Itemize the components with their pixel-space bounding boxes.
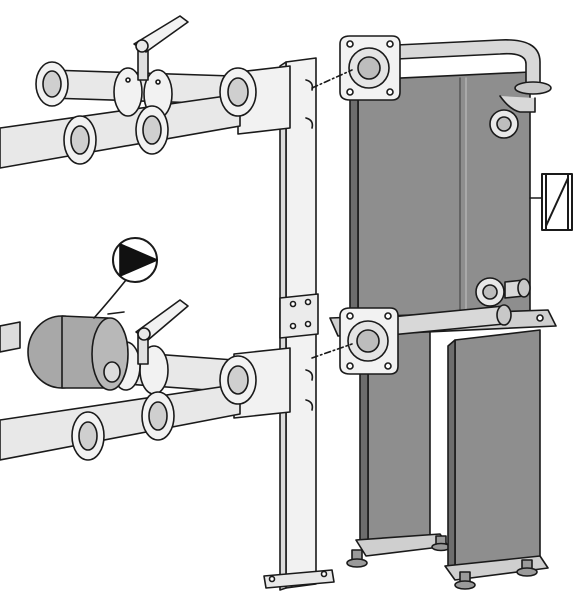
support-column	[263, 57, 335, 591]
exchanger-stand-right	[444, 329, 549, 590]
upper-connection-line	[311, 69, 353, 89]
upper-exchanger-flange	[339, 35, 401, 101]
circulation-pump	[0, 311, 129, 391]
lower-exchanger-flange	[339, 307, 399, 375]
upper-piping	[0, 15, 291, 169]
lower-connection-line	[311, 343, 353, 359]
plate-heat-exchanger	[329, 35, 557, 590]
heat-exchanger-symbol-icon	[529, 173, 573, 231]
upper-ball-valve-handle	[133, 15, 189, 81]
lower-piping	[0, 299, 291, 461]
upper-left-flange	[35, 61, 69, 107]
pump-symbol-icon	[93, 237, 158, 319]
exchanger-stand-left	[346, 329, 451, 568]
lower-ball-valve-handle	[135, 299, 189, 365]
